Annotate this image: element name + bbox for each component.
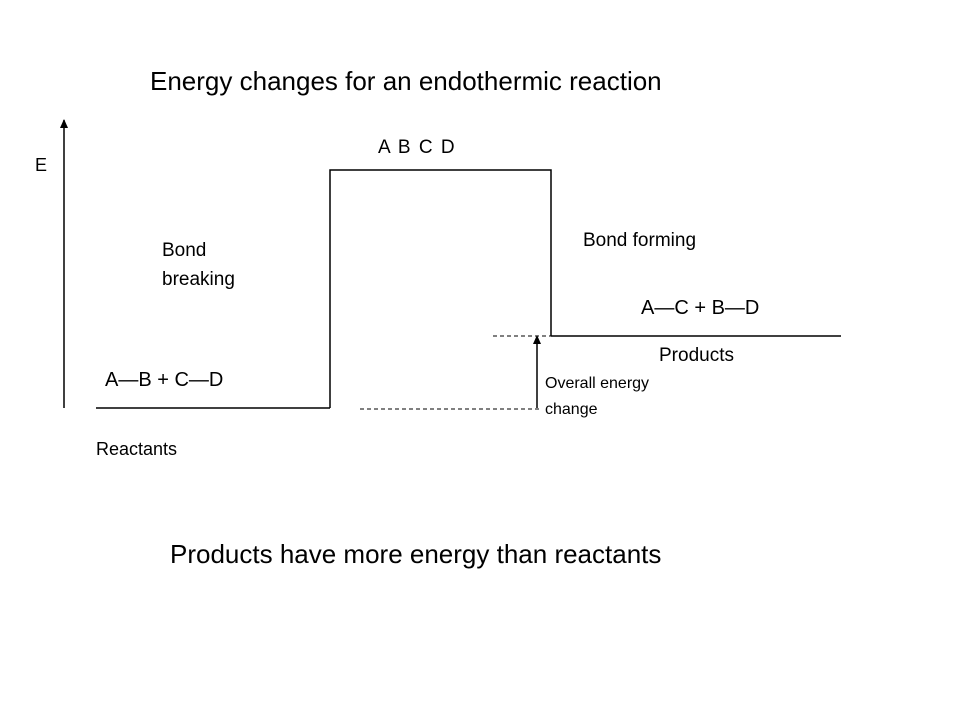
reactants-label: Reactants xyxy=(96,439,178,459)
overall-energy-change-label: Overall energy change xyxy=(545,375,650,418)
diagram-subtitle: Products have more energy than reactants xyxy=(170,539,662,569)
energy-barrier-line xyxy=(329,169,552,408)
diagram-title: Energy changes for an endothermic reacti… xyxy=(150,66,662,96)
energy-axis-label: E xyxy=(35,155,48,175)
energy-axis-arrowhead xyxy=(60,119,68,128)
reactants-formula: A—B + C—D xyxy=(105,369,224,391)
bond-forming-label: Bond forming xyxy=(583,230,697,251)
energy-change-arrowhead xyxy=(533,335,541,344)
products-label: Products xyxy=(659,345,734,366)
products-formula: A—C + B—D xyxy=(641,297,760,319)
transition-state-label: A B C D xyxy=(378,137,455,158)
bond-breaking-label: Bond breaking xyxy=(162,240,235,290)
